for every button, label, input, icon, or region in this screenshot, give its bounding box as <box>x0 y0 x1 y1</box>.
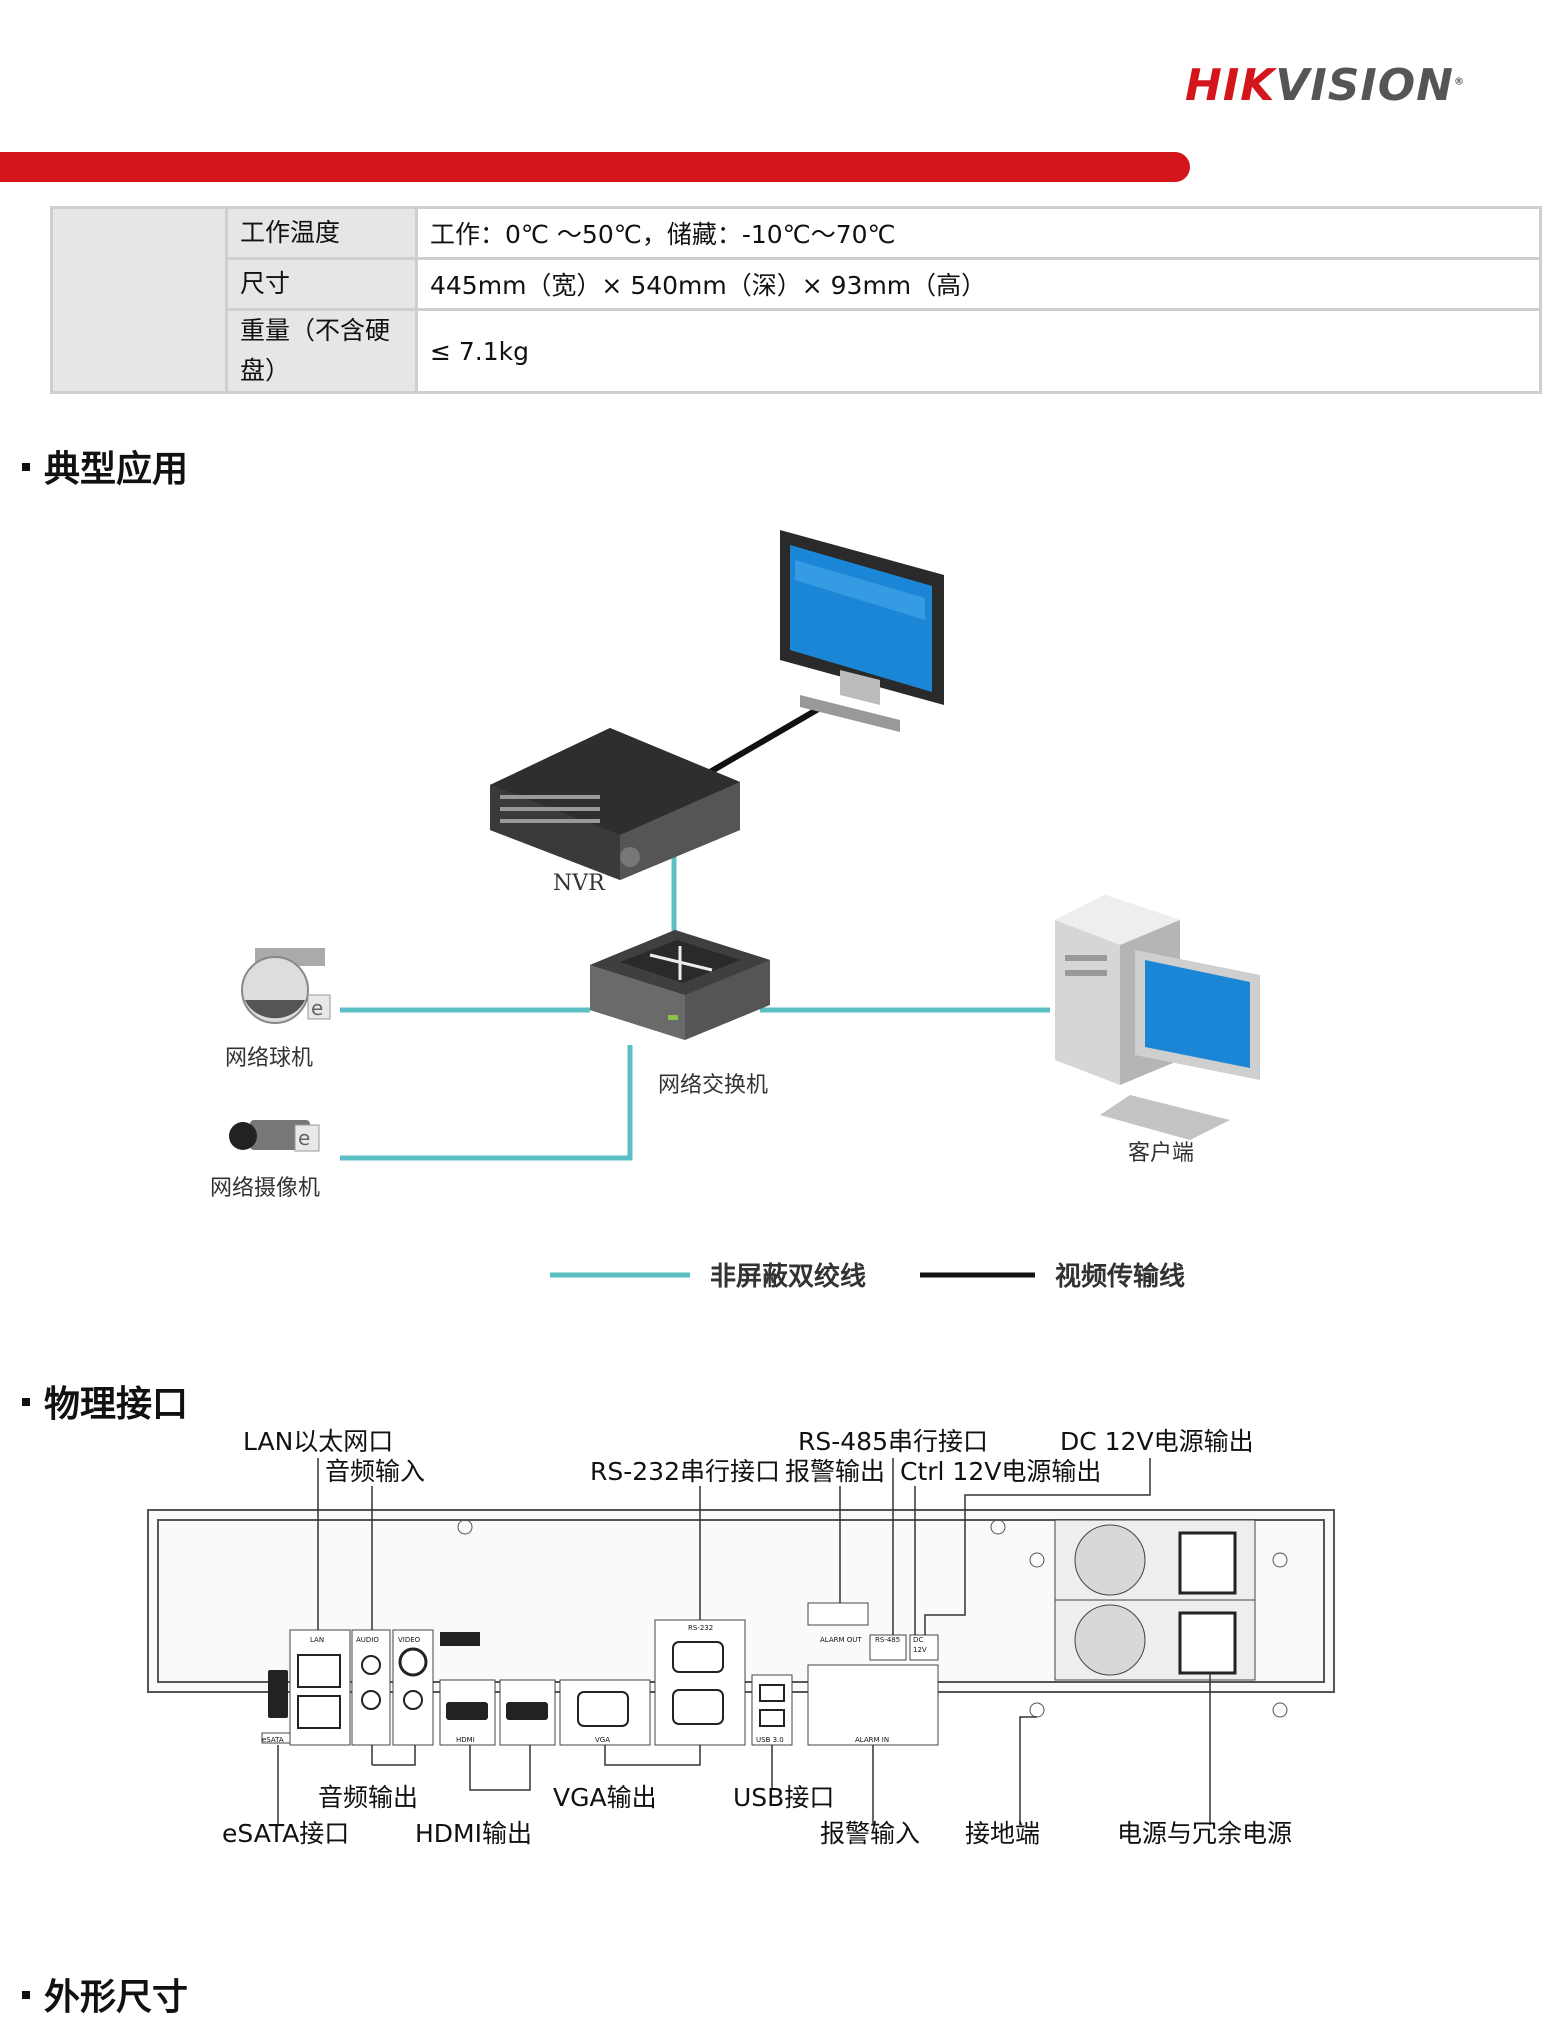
alarm-in-label: 报警输入 <box>820 1819 920 1848</box>
vga-port-icon <box>559 1619 746 1746</box>
monitor-icon <box>780 530 944 732</box>
screw-icon <box>457 1519 473 1535</box>
silkscreen-esata: eSATA <box>262 1736 284 1744</box>
box-camera-icon: e <box>229 1120 320 1152</box>
silkscreen-lan: LAN <box>310 1636 324 1644</box>
spec-table: 工作温度 工作：0℃ ～50℃，储藏：-10℃～70℃ 尺寸 445mm（宽）×… <box>50 206 1542 394</box>
ground-screw-icon <box>1029 1702 1045 1718</box>
rs485-label: RS-485串行接口 <box>798 1427 988 1456</box>
audio-out-label: 音频输出 <box>318 1783 418 1812</box>
section-title-physical-ports: 物理接口 <box>22 1375 188 1427</box>
silkscreen-rs232: RS-232 <box>688 1624 713 1632</box>
table-row: 重量（不含硬盘） ≤ 7.1kg <box>52 308 1542 394</box>
dc12v-label: DC 12V电源输出 <box>1060 1427 1254 1456</box>
audio-port-icon <box>351 1629 391 1746</box>
ground-label: 接地端 <box>965 1819 1040 1848</box>
silkscreen-usb: USB 3.0 <box>756 1736 784 1744</box>
esata-port-icon <box>261 1670 293 1744</box>
lan-port-icon <box>289 1629 351 1746</box>
hdmi-port-icon <box>439 1632 556 1746</box>
silkscreen-video: VIDEO <box>398 1636 421 1644</box>
port-labels: LAN以太网口 音频输入 RS-232串行接口 报警输出 RS-485串行接口 … <box>222 1427 1292 1848</box>
legend-utp-label: 非屏蔽双绞线 <box>710 1261 866 1292</box>
audio-in-label: 音频输入 <box>325 1457 425 1486</box>
leader-lines <box>277 1458 1211 1825</box>
section-title-dimensions: 外形尺寸 <box>22 1968 188 2020</box>
spec-category-cell <box>50 206 228 394</box>
table-row: 尺寸 445mm（宽）× 540mm（深）× 93mm（高） <box>52 257 1542 311</box>
silkscreen-12v: 12V <box>913 1646 927 1654</box>
nvr-label: NVR <box>553 871 606 896</box>
bullet-icon <box>22 1991 30 1999</box>
screw-icon <box>990 1519 1006 1535</box>
spec-key: 工作温度 <box>225 206 418 260</box>
nvr-device-icon <box>490 728 740 880</box>
dome-camera-label: 网络球机 <box>225 1046 313 1071</box>
rs232-label: RS-232串行接口 <box>590 1457 780 1486</box>
network-diagram: NVR 网络交换机 e 网络球机 e 网络摄像机 客户端 <box>210 530 1260 1292</box>
spec-value: ≤ 7.1kg <box>415 308 1542 394</box>
hikvision-logo: HIKVISION® <box>1185 60 1465 111</box>
registered-mark: ® <box>1454 76 1466 88</box>
rear-panel-diagram: eSATA LAN AUDIO VIDEO HDMI VGA RS-232 <box>147 1427 1335 1848</box>
alarm-terminal-icon <box>807 1602 939 1746</box>
spec-value: 445mm（宽）× 540mm（深）× 93mm（高） <box>415 257 1542 311</box>
silkscreen-audio: AUDIO <box>356 1636 379 1644</box>
screw-icon <box>1272 1702 1288 1718</box>
section-title-text: 外形尺寸 <box>44 1977 189 2018</box>
silkscreen-alarm-out: ALARM OUT <box>820 1636 862 1644</box>
legend-video-label: 视频传输线 <box>1055 1261 1185 1292</box>
silkscreen-alarm-in: ALARM IN <box>855 1736 889 1744</box>
power-supply-icon <box>1054 1519 1256 1681</box>
hdmi-label: HDMI输出 <box>415 1819 532 1848</box>
dome-camera-icon: e <box>241 948 331 1024</box>
utp-cables <box>340 845 1050 1161</box>
silkscreen-dc: DC <box>913 1636 923 1644</box>
usb-port-icon <box>751 1674 793 1746</box>
usb-label: USB接口 <box>733 1783 834 1812</box>
diagram-legend: 非屏蔽双绞线 视频传输线 <box>550 1261 1185 1292</box>
svg-text:e: e <box>311 996 323 1020</box>
video-out-port-icon <box>392 1629 434 1746</box>
switch-label: 网络交换机 <box>658 1073 768 1098</box>
bullet-icon <box>22 1398 30 1406</box>
vga-label: VGA输出 <box>553 1783 657 1812</box>
screw-icon <box>1029 1552 1045 1568</box>
lan-label: LAN以太网口 <box>243 1427 393 1456</box>
section-title-text: 物理接口 <box>44 1384 189 1425</box>
silkscreen-hdmi: HDMI <box>456 1736 475 1744</box>
table-row: 工作温度 工作：0℃ ～50℃，储藏：-10℃～70℃ <box>50 206 1542 394</box>
svg-text:e: e <box>298 1126 310 1150</box>
spec-key: 重量（不含硬盘） <box>225 308 418 394</box>
client-pc-icon <box>1055 895 1260 1140</box>
silkscreen-vga: VGA <box>595 1736 610 1744</box>
logo-gray-part: VISION <box>1275 60 1455 111</box>
power-label: 电源与冗余电源 <box>1117 1819 1292 1848</box>
client-label: 客户端 <box>1128 1141 1194 1166</box>
ctrl12v-label: Ctrl 12V电源输出 <box>900 1457 1101 1486</box>
esata-label: eSATA接口 <box>222 1819 349 1848</box>
section-title-text: 典型应用 <box>44 449 189 490</box>
spec-key: 尺寸 <box>225 257 418 311</box>
screw-icon <box>1272 1552 1288 1568</box>
spec-value: 工作：0℃ ～50℃，储藏：-10℃～70℃ <box>415 206 1542 260</box>
section-title-typical-app: 典型应用 <box>22 440 188 492</box>
logo-red-part: HIK <box>1185 60 1276 111</box>
box-camera-label: 网络摄像机 <box>210 1176 320 1201</box>
network-switch-icon <box>590 930 770 1040</box>
silkscreen-rs485: RS-485 <box>875 1636 900 1644</box>
bullet-icon <box>22 463 30 471</box>
header-red-bar <box>0 152 1190 182</box>
alarm-out-label: 报警输出 <box>785 1457 885 1486</box>
video-cable <box>708 705 822 775</box>
